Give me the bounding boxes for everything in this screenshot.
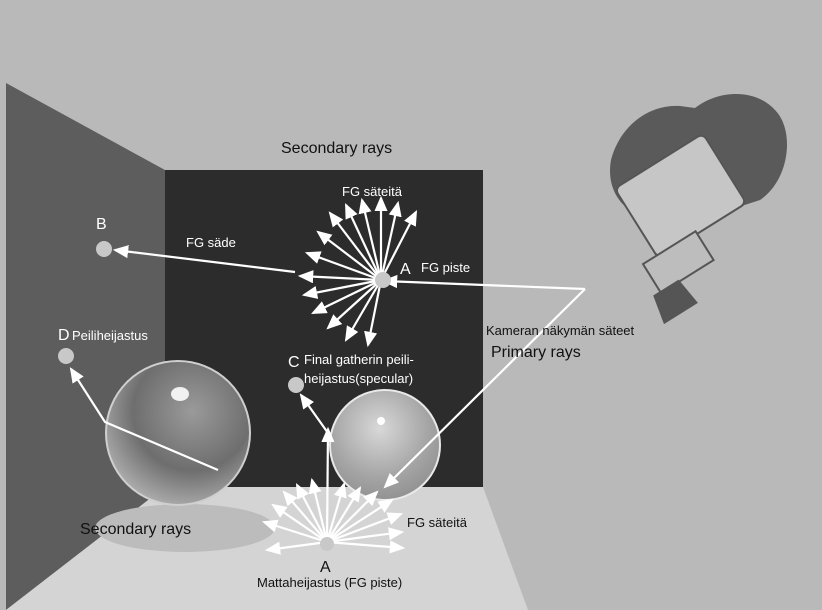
fg-bottom-ray-13 bbox=[326, 527, 405, 544]
fg-top-ray-9 bbox=[297, 270, 382, 284]
fg-bottom-ray-10 bbox=[326, 490, 379, 543]
fg-bottom-ray-4 bbox=[282, 490, 328, 543]
label-point-a-bottom: A bbox=[320, 559, 331, 576]
point-c bbox=[288, 377, 304, 393]
label-camera-view-rays: Kameran näkymän säteet bbox=[486, 323, 635, 338]
left-sphere bbox=[105, 360, 251, 506]
label-matte-reflection: Mattaheijastus (FG piste) bbox=[257, 575, 402, 590]
label-fg-rays-bottom: FG säteitä bbox=[407, 515, 468, 530]
floor-shadow bbox=[95, 504, 275, 552]
fg-bottom-ray-9 bbox=[326, 486, 362, 543]
fg-top-ray-12 bbox=[326, 279, 382, 330]
label-final-gather-1: Final gatherin peili- bbox=[304, 352, 414, 367]
fg-top-ray-8 bbox=[304, 251, 382, 282]
fg-ray-burst-top bbox=[297, 195, 418, 348]
fg-top-ray-13 bbox=[344, 279, 382, 342]
fg-top-ray-1 bbox=[345, 203, 382, 281]
label-mirror-reflection: Peiliheijastus bbox=[72, 328, 148, 343]
fg-bottom-ray-8 bbox=[325, 481, 347, 543]
point-d bbox=[58, 348, 74, 364]
fg-ray-to-b bbox=[112, 245, 296, 274]
point-b bbox=[96, 241, 112, 257]
fg-top-ray-10 bbox=[301, 278, 382, 299]
fg-top-ray-5 bbox=[380, 210, 418, 281]
point-a-bottom bbox=[320, 537, 334, 551]
ray-to-c bbox=[299, 393, 329, 434]
fg-ray-burst-bottom bbox=[261, 426, 406, 555]
camera-icon bbox=[610, 94, 787, 325]
fg-top-ray-7 bbox=[316, 230, 382, 281]
fg-bottom-ray-2 bbox=[261, 519, 328, 544]
fg-bottom-ray-7 bbox=[321, 426, 335, 543]
label-secondary-rays-bottom: Secondary rays bbox=[80, 521, 191, 538]
mirror-ray-to-d bbox=[69, 367, 219, 472]
label-point-d: D bbox=[58, 327, 70, 344]
label-point-c: C bbox=[288, 354, 300, 371]
right-sphere-highlight bbox=[377, 417, 385, 425]
right-sphere bbox=[329, 389, 441, 501]
label-fg-ray: FG säde bbox=[186, 235, 236, 250]
label-fg-rays-top: FG säteitä bbox=[342, 184, 403, 199]
label-fg-point: FG piste bbox=[421, 260, 470, 275]
left-sphere-highlight bbox=[171, 387, 189, 401]
fg-bottom-ray-14 bbox=[326, 540, 406, 554]
fg-top-ray-2 bbox=[358, 197, 383, 281]
fg-top-ray-4 bbox=[379, 200, 402, 281]
fg-top-ray-14 bbox=[364, 279, 383, 348]
point-a-top bbox=[375, 272, 391, 288]
fg-bottom-ray-3 bbox=[271, 503, 328, 543]
primary-ray-to-a bbox=[381, 274, 586, 291]
fg-top-ray-6 bbox=[328, 211, 382, 281]
fg-top-ray-11 bbox=[311, 279, 382, 314]
label-point-a-top: A bbox=[400, 261, 411, 278]
primary-ray-to-sphere bbox=[383, 288, 586, 489]
label-primary-rays: Primary rays bbox=[491, 344, 581, 361]
label-final-gather-2: heijastus(specular) bbox=[304, 371, 413, 386]
fg-bottom-ray-11 bbox=[326, 498, 394, 543]
fg-bottom-ray-12 bbox=[326, 512, 404, 544]
label-secondary-rays-top: Secondary rays bbox=[281, 140, 392, 157]
fg-bottom-ray-1 bbox=[264, 540, 328, 555]
label-point-b: B bbox=[96, 216, 107, 233]
fg-bottom-ray-5 bbox=[295, 483, 328, 543]
fg-bottom-ray-6 bbox=[308, 477, 329, 543]
